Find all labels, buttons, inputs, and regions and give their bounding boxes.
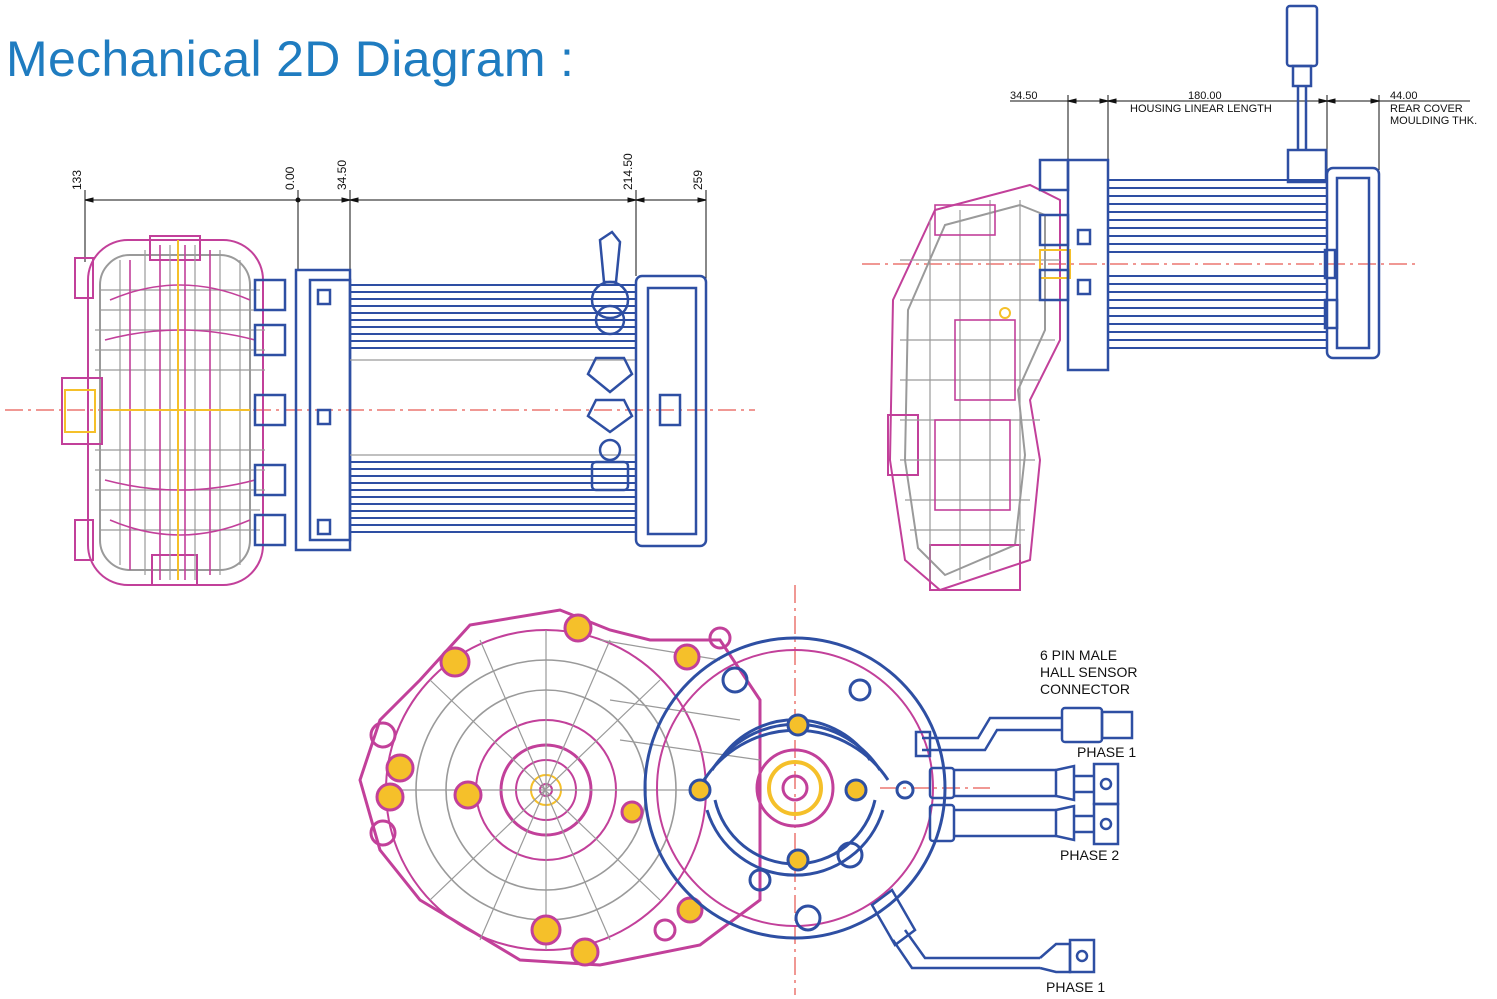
top-housing xyxy=(1108,179,1327,349)
side-dimension-lines xyxy=(84,190,707,282)
front-gearbox-holes xyxy=(369,626,732,942)
side-gearbox xyxy=(61,235,265,586)
page-title: Mechanical 2D Diagram : xyxy=(6,31,575,87)
top-dim-44-caption-1: REAR COVER xyxy=(1390,103,1463,115)
top-dim-180-caption: HOUSING LINEAR LENGTH xyxy=(1130,103,1272,115)
top-dim-34-50: 34.50 xyxy=(1010,90,1038,102)
front-motor-bolts xyxy=(688,713,868,872)
top-rear-cover xyxy=(1323,166,1381,360)
front-gearbox-bolts xyxy=(375,613,704,967)
top-gearbox xyxy=(887,183,1071,592)
phase-label-1-lower: PHASE 1 xyxy=(1046,979,1105,995)
front-cables xyxy=(870,706,1134,974)
top-view: 34.50 180.00 HOUSING LINEAR LENGTH 44.00… xyxy=(862,4,1477,592)
side-housing xyxy=(350,284,636,533)
side-dim-133: 133 xyxy=(70,170,84,190)
side-view: 133 0.00 34.50 214.50 259 xyxy=(5,153,755,586)
connector-label-3: CONNECTOR xyxy=(1040,681,1130,697)
connector-label-1: 6 PIN MALE xyxy=(1040,647,1117,663)
side-flange xyxy=(253,268,352,552)
phase-label-1-upper: PHASE 1 xyxy=(1077,744,1136,760)
side-dim-214-50: 214.50 xyxy=(621,153,635,190)
phase-label-2: PHASE 2 xyxy=(1060,847,1119,863)
top-dim-180: 180.00 xyxy=(1188,90,1222,102)
top-flange xyxy=(1038,158,1110,372)
side-dim-259: 259 xyxy=(691,170,705,190)
side-dim-0: 0.00 xyxy=(283,166,297,190)
side-rear-cover xyxy=(586,230,708,548)
connector-label-2: HALL SENSOR xyxy=(1040,664,1138,680)
top-hall-connector xyxy=(1285,4,1328,184)
top-dim-44-caption-2: MOULDING THK. xyxy=(1390,115,1477,127)
top-dim-44: 44.00 xyxy=(1390,90,1418,102)
side-dim-34-50: 34.50 xyxy=(335,160,349,190)
front-motor-holes xyxy=(721,666,915,932)
front-view: 6 PIN MALE HALL SENSOR CONNECTOR PHASE 1… xyxy=(358,585,1138,995)
